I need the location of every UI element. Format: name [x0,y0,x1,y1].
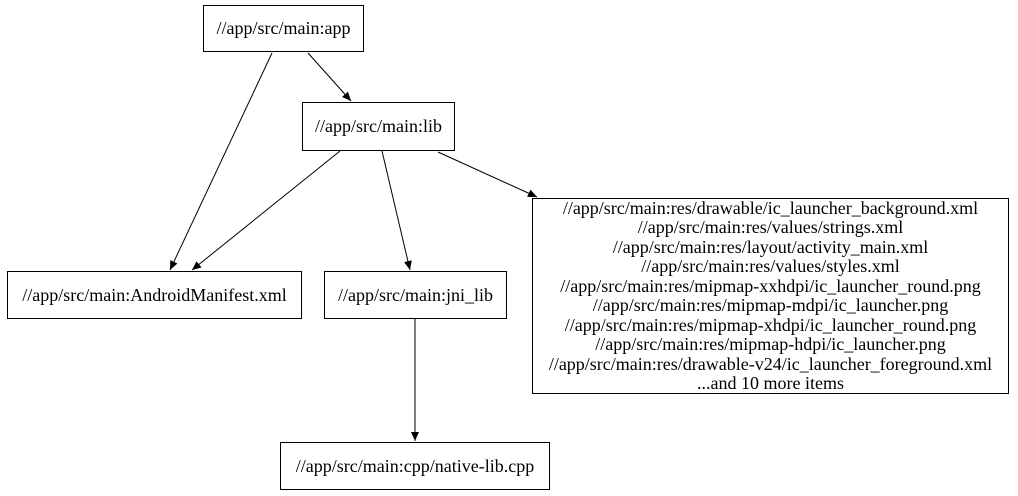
res-file-item: //app/src/main:res/drawable-v24/ic_launc… [548,353,993,374]
res-file-item: //app/src/main:res/values/strings.xml [637,217,904,237]
edge-lib-to-manifest [191,150,341,271]
node-lib: //app/src/main:lib [302,102,455,151]
node-jni-lib-label: //app/src/main:jni_lib [338,284,493,305]
node-jni-lib: //app/src/main:jni_lib [324,271,507,319]
edge-lib-to-res-group [437,151,538,198]
edge-app-to-lib [307,52,352,102]
res-file-item: //app/src/main:res/mipmap-xhdpi/ic_launc… [564,314,977,335]
res-file-item: //app/src/main:res/drawable/ic_launcher_… [562,197,979,218]
res-file-more-items: ...and 10 more items [697,373,844,393]
node-android-manifest: //app/src/main:AndroidManifest.xml [7,271,302,319]
res-file-item: //app/src/main:res/mipmap-hdpi/ic_launch… [595,334,946,354]
node-native-lib-cpp-label: //app/src/main:cpp/native-lib.cpp [295,455,535,476]
res-file-item: //app/src/main:res/layout/activity_main.… [612,236,929,257]
node-res-file-group: //app/src/main:res/drawable/ic_launcher_… [532,198,1009,394]
res-file-item: //app/src/main:res/mipmap-xxhdpi/ic_laun… [560,275,981,296]
edge-lib-to-jni-lib [381,150,412,271]
node-lib-label: //app/src/main:lib [315,116,442,136]
node-native-lib-cpp: //app/src/main:cpp/native-lib.cpp [280,442,550,490]
node-android-manifest-label: //app/src/main:AndroidManifest.xml [22,284,287,305]
node-app-label: //app/src/main:app [216,18,351,38]
res-file-item: //app/src/main:res/mipmap-mdpi/ic_launch… [592,295,949,315]
node-app: //app/src/main:app [203,5,364,52]
res-file-item: //app/src/main:res/values/styles.xml [641,256,900,276]
edge-app-to-manifest [169,52,273,271]
